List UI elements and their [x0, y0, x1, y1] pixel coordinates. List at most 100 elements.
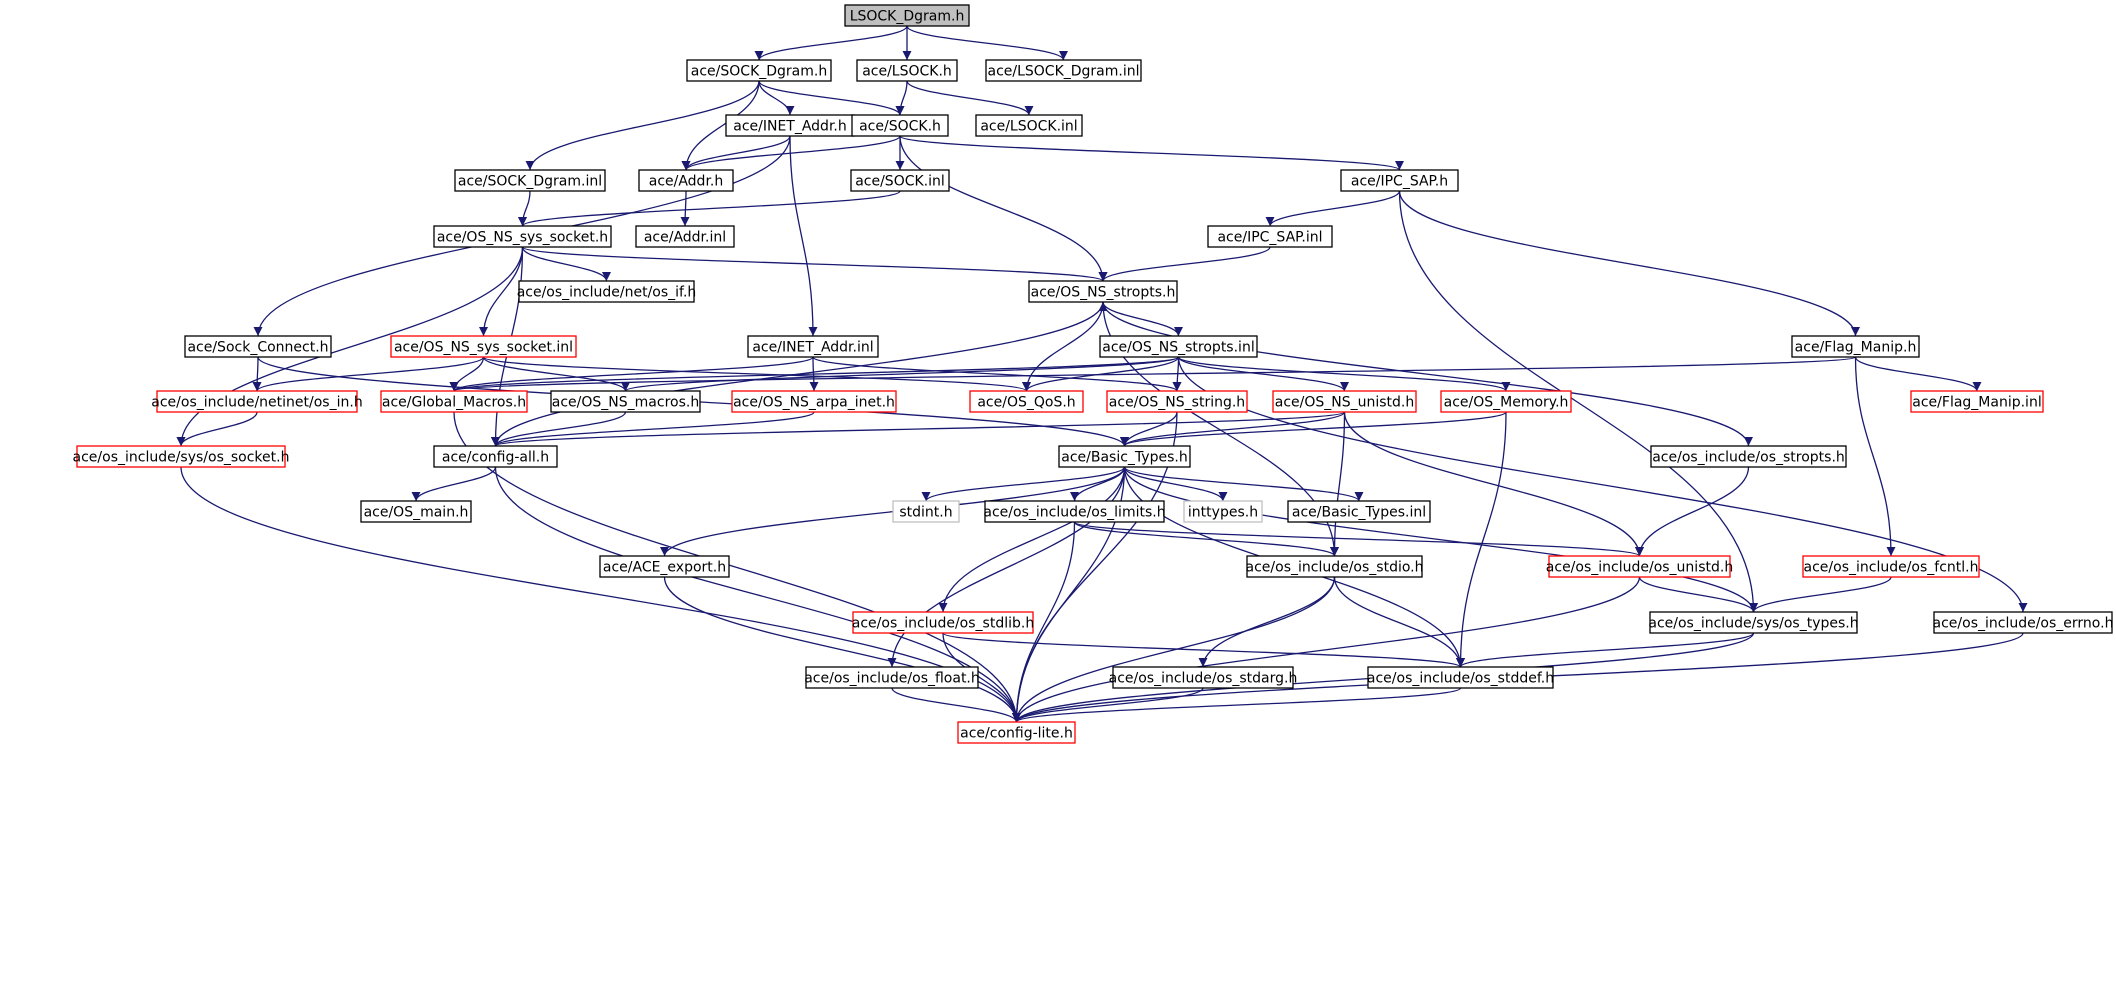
node-flag-manip-inl[interactable]: ace/Flag_Manip.inl: [1910, 390, 2044, 413]
edge-line: [1749, 576, 1892, 613]
edge-os_ns_sys_socket_h-to-os_if_h: [521, 246, 611, 282]
node-os-ns-sys-socket-h[interactable]: ace/OS_NS_sys_socket.h: [433, 225, 612, 248]
edge-line: [1123, 466, 1364, 502]
node-box: [731, 390, 897, 413]
edge-sock_dgram_inl-to-os_ns_sys_socket_h: [518, 190, 531, 227]
node-os-ns-stropts-inl[interactable]: ace/OS_NS_stropts.inl: [1099, 335, 1258, 358]
node-os-fcntl-h[interactable]: ace/os_include/os_fcntl.h: [1802, 555, 1980, 578]
node-os-socket-h[interactable]: ace/os_include/sys/os_socket.h: [73, 445, 290, 468]
node-basic-types-inl[interactable]: ace/Basic_Types.inl: [1287, 500, 1431, 523]
node-os-ns-string-h[interactable]: ace/OS_NS_string.h: [1106, 390, 1248, 413]
node-lsock-inl[interactable]: ace/LSOCK.inl: [975, 114, 1083, 137]
node-os-if-h[interactable]: ace/os_include/net/os_if.h: [517, 280, 697, 303]
node-box: [975, 114, 1083, 137]
node-flag-manip-h[interactable]: ace/Flag_Manip.h: [1791, 335, 1920, 358]
edge-line: [1073, 521, 1644, 557]
node-sock-h[interactable]: ace/SOCK.h: [851, 114, 949, 137]
node-box: [433, 445, 558, 468]
node-os-ns-macros-h[interactable]: ace/OS_NS_macros.h: [550, 390, 701, 413]
node-label: ace/os_include/net/os_if.h: [517, 285, 697, 301]
node-label: ace/OS_QoS.h: [977, 395, 1075, 411]
node-addr-h[interactable]: ace/Addr.h: [638, 169, 734, 192]
edge-line: [809, 356, 819, 392]
node-os-in-h[interactable]: ace/os_include/netinet/os_in.h: [151, 390, 363, 413]
node-box: [518, 280, 695, 303]
node-os-types-h[interactable]: ace/os_include/sys/os_types.h: [1648, 611, 1859, 634]
edge-line: [482, 356, 1031, 392]
edge-line: [1012, 687, 1204, 723]
node-sock-connect-h[interactable]: ace/Sock_Connect.h: [184, 335, 332, 358]
node-os-unistd-h[interactable]: ace/os_include/os_unistd.h: [1546, 555, 1733, 578]
node-ace-export-h[interactable]: ace/ACE_export.h: [599, 555, 730, 578]
node-label: ace/os_include/os_stdarg.h: [1109, 671, 1298, 687]
node-inet-addr-h[interactable]: ace/INET_Addr.h: [725, 114, 855, 137]
edge-line: [1102, 301, 1753, 447]
edge-line: [491, 411, 1346, 447]
node-os-ns-sys-socket-inl[interactable]: ace/OS_NS_sys_socket.inl: [390, 335, 577, 358]
node-box: [599, 555, 730, 578]
edge-line: [252, 356, 262, 392]
node-os-stropts-h[interactable]: ace/os_include/os_stropts.h: [1650, 445, 1847, 468]
node-box: [390, 335, 577, 358]
node-ipc-sap-h[interactable]: ace/IPC_SAP.h: [1340, 169, 1459, 192]
node-inet-addr-inl[interactable]: ace/INET_Addr.inl: [747, 335, 879, 358]
edge-line: [252, 356, 485, 392]
edge-os_unistd_h-to-config_lite_h: [1012, 576, 1641, 723]
node-label: ace/os_include/netinet/os_in.h: [151, 395, 362, 411]
edge-sock_h-to-addr_h: [681, 135, 901, 171]
node-os-float-h[interactable]: ace/os_include/os_float.h: [804, 666, 980, 689]
node-os-qos-h[interactable]: ace/OS_QoS.h: [969, 390, 1084, 413]
node-sock-dgram-inl[interactable]: ace/SOCK_Dgram.inl: [454, 169, 606, 192]
edge-os_memory_h-to-os_stddef_h: [1456, 411, 1507, 668]
node-lsock-h[interactable]: ace/LSOCK.h: [856, 59, 958, 82]
node-global-macros-h[interactable]: ace/Global_Macros.h: [380, 390, 528, 413]
node-config-lite-h[interactable]: ace/config-lite.h: [957, 721, 1076, 744]
edge-os_memory_h-to-basic_types_h: [1120, 411, 1507, 447]
edge-os_float_h-to-config_lite_h: [891, 687, 1021, 723]
edge-line: [491, 411, 627, 447]
node-os-stdarg-h[interactable]: ace/os_include/os_stdarg.h: [1109, 666, 1298, 689]
node-addr-inl[interactable]: ace/Addr.inl: [635, 225, 735, 248]
node-box: [1183, 500, 1263, 523]
node-box: [957, 721, 1076, 744]
node-lsock-dgram-inl[interactable]: ace/LSOCK_Dgram.inl: [985, 59, 1142, 82]
node-os-ns-arpa-inet-h[interactable]: ace/OS_NS_arpa_inet.h: [731, 390, 897, 413]
edge-os_ns_sys_socket_inl-to-os_qos_h: [482, 356, 1031, 392]
edge-os_ns_sys_socket_inl-to-os_in_h: [252, 356, 485, 392]
node-os-stdlib-h[interactable]: ace/os_include/os_stdlib.h: [852, 611, 1034, 634]
node-sock-dgram-h[interactable]: ace/SOCK_Dgram.h: [686, 59, 832, 82]
node-label: ace/OS_Memory.h: [1444, 395, 1569, 411]
edge-os_types_h-to-os_stddef_h: [1456, 632, 1755, 668]
edge-line: [1398, 190, 1758, 613]
node-os-ns-stropts-h[interactable]: ace/OS_NS_stropts.h: [1028, 280, 1178, 303]
node-box: [156, 390, 358, 413]
node-label: ace/Addr.inl: [644, 230, 726, 246]
node-label: ace/ACE_export.h: [603, 560, 726, 576]
node-box: [1650, 445, 1847, 468]
node-ipc-sap-inl[interactable]: ace/IPC_SAP.inl: [1207, 225, 1333, 248]
edge-os_limits_h-to-os_unistd_h: [1073, 521, 1644, 557]
node-os-memory-h[interactable]: ace/OS_Memory.h: [1440, 390, 1572, 413]
node-os-main-h[interactable]: ace/OS_main.h: [360, 500, 472, 523]
node-basic-types-h[interactable]: ace/Basic_Types.h: [1058, 445, 1191, 468]
node-root[interactable]: LSOCK_Dgram.h: [844, 4, 970, 27]
node-os-errno-h[interactable]: ace/os_include/os_errno.h: [1933, 611, 2114, 634]
node-stdint-h[interactable]: stdint.h: [892, 500, 960, 523]
node-label: stdint.h: [899, 505, 952, 521]
node-os-limits-h[interactable]: ace/os_include/os_limits.h: [983, 500, 1166, 523]
edge-line: [525, 80, 760, 171]
node-label: ace/os_include/os_stropts.h: [1652, 450, 1845, 466]
edge-line: [1123, 466, 1758, 613]
node-config-all-h[interactable]: ace/config-all.h: [433, 445, 558, 468]
edge-ipc_sap_inl-to-os_ns_stropts_h: [1098, 246, 1271, 282]
node-os-stdio-h[interactable]: ace/os_include/os_stdio.h: [1246, 555, 1424, 578]
node-sock-inl[interactable]: ace/SOCK.inl: [850, 169, 950, 192]
edge-line: [621, 356, 1180, 392]
node-os-ns-unistd-h[interactable]: ace/OS_NS_unistd.h: [1272, 390, 1417, 413]
node-box: [1933, 611, 2113, 634]
node-os-stddef-h[interactable]: ace/os_include/os_stddef.h: [1367, 666, 1554, 689]
edge-os_ns_unistd_h-to-config_all_h: [491, 411, 1346, 447]
edge-line: [518, 190, 531, 227]
node-inttypes-h[interactable]: inttypes.h: [1183, 500, 1263, 523]
node-label: ace/os_include/sys/os_types.h: [1648, 616, 1858, 632]
